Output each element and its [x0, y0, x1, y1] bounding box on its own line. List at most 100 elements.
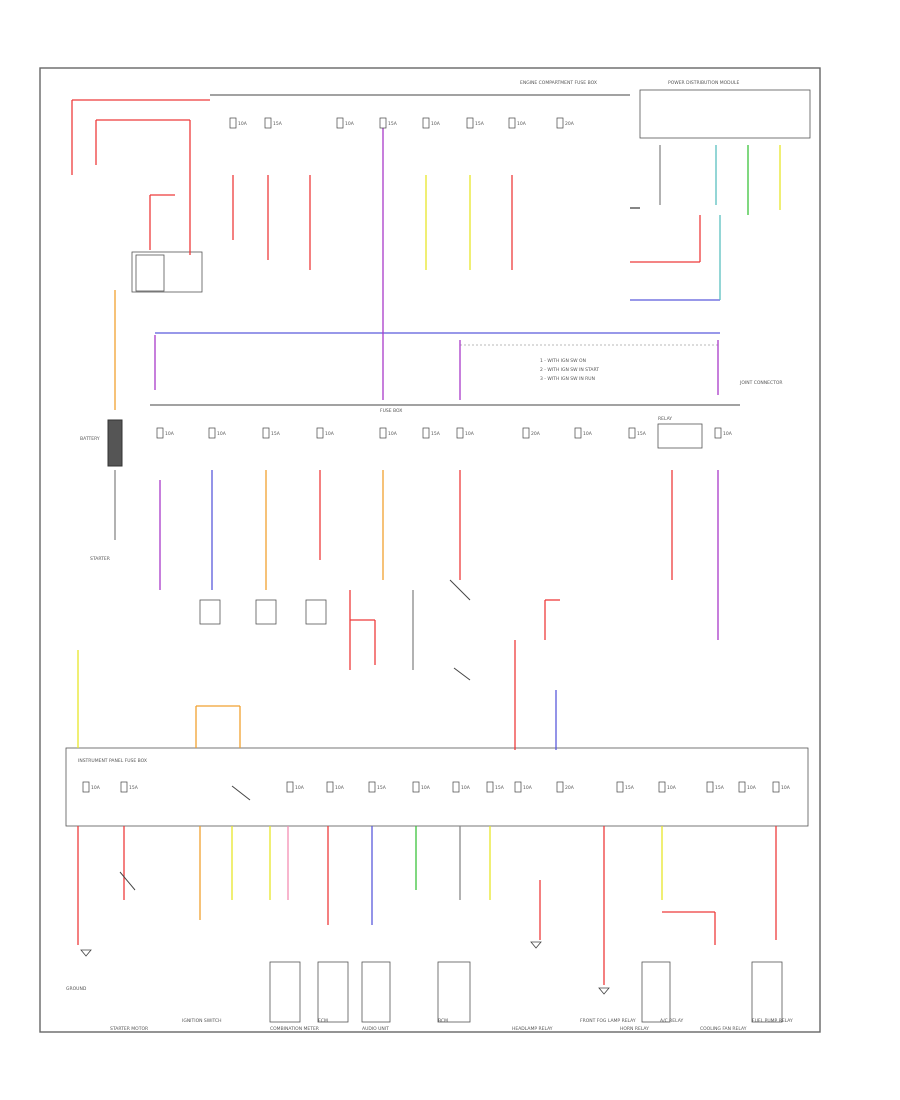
instrument-panel-fuse-box	[65, 747, 809, 827]
fuse-symbol	[286, 781, 294, 793]
fuse-symbol	[422, 427, 430, 439]
fuse-symbol	[422, 117, 430, 129]
bottom-component-label: HORN RELAY	[620, 1026, 649, 1032]
bottom-component-label: COOLING FAN RELAY	[700, 1026, 747, 1032]
battery-symbol	[107, 419, 123, 467]
fuse-rating-label: 10A	[325, 431, 335, 437]
fuse-symbol	[486, 781, 494, 793]
fuse-symbol	[452, 781, 460, 793]
fuse-rating-label: 15A	[273, 121, 283, 127]
fuse-symbol	[379, 117, 387, 129]
component-box	[269, 961, 301, 1023]
fuse-symbol	[120, 781, 128, 793]
component-box	[751, 961, 783, 1023]
fuse-symbol	[264, 117, 272, 129]
fuse-symbol	[456, 427, 464, 439]
fuse-rating-label: 15A	[271, 431, 281, 437]
fuse-rating-label: 10A	[461, 785, 471, 791]
bottom-component-label: A/C RELAY	[660, 1018, 683, 1024]
fuse-symbol	[658, 781, 666, 793]
fuse-symbol	[522, 427, 530, 439]
fuse-symbol	[466, 117, 474, 129]
fuse-symbol	[508, 117, 516, 129]
component-box	[641, 961, 671, 1023]
ground-symbol	[598, 987, 610, 995]
fuse-rating-label: 15A	[625, 785, 635, 791]
bottom-component-label: HEADLAMP RELAY	[512, 1026, 553, 1032]
switch-contact	[453, 667, 471, 681]
fuse-rating-label: 10A	[345, 121, 355, 127]
switch-contact	[449, 579, 471, 601]
note-1: 1 - WITH IGN SW ON	[540, 358, 586, 364]
fuse-symbol	[156, 427, 164, 439]
fuse-symbol	[706, 781, 714, 793]
fuse-symbol	[628, 427, 636, 439]
fuse-rating-label: 10A	[583, 431, 593, 437]
fuse-rating-label: 15A	[377, 785, 387, 791]
fuse-symbol	[714, 427, 722, 439]
diagram-frame	[39, 67, 821, 1033]
fuse-rating-label: 10A	[295, 785, 305, 791]
bottom-component-label: STARTER MOTOR	[110, 1026, 148, 1032]
fuse-symbol	[772, 781, 780, 793]
fuse-rating-label: 10A	[421, 785, 431, 791]
fuse-rating-label: 15A	[715, 785, 725, 791]
fuse-rating-label: 15A	[388, 121, 398, 127]
fuse-symbol	[326, 781, 334, 793]
fuse-rating-label: 10A	[523, 785, 533, 791]
battery-label: BATTERY	[80, 436, 100, 442]
fuse-symbol	[514, 781, 522, 793]
bottom-component-label: AUDIO UNIT	[362, 1026, 389, 1032]
fuse-symbol	[316, 427, 324, 439]
component-box	[361, 961, 391, 1023]
fuse-rating-label: 10A	[217, 431, 227, 437]
switch-contact	[119, 871, 136, 891]
fuse-rating-label: 15A	[637, 431, 647, 437]
fuse-rating-label: 15A	[475, 121, 485, 127]
bottom-component-label: ECM	[318, 1018, 328, 1024]
component-box	[437, 961, 471, 1023]
mid-fuse-block-label: FUSE BOX	[380, 408, 402, 414]
fuse-rating-label: 10A	[431, 121, 441, 127]
fuse-symbol	[229, 117, 237, 129]
power-distribution-module	[639, 89, 811, 139]
starter-label: STARTER	[90, 556, 110, 562]
fuse-symbol	[262, 427, 270, 439]
component-box	[305, 599, 327, 625]
lower-fuse-block-label: INSTRUMENT PANEL FUSE BOX	[78, 758, 147, 764]
joint-connector-label: JOINT CONNECTOR	[739, 380, 783, 386]
component-box	[255, 599, 277, 625]
relay-label: RELAY	[658, 416, 672, 422]
bottom-component-label: IGNITION SWITCH	[182, 1018, 222, 1024]
fuse-symbol	[556, 117, 564, 129]
fuse-rating-label: 20A	[565, 121, 575, 127]
fuse-symbol	[82, 781, 90, 793]
fuse-rating-label: 20A	[565, 785, 575, 791]
fuse-rating-label: 10A	[747, 785, 757, 791]
component-box	[199, 599, 221, 625]
bottom-component-label: FUEL PUMP RELAY	[752, 1018, 793, 1024]
bottom-component-label: COMBINATION METER	[270, 1026, 319, 1032]
ground-symbol	[80, 949, 92, 957]
relay-box	[657, 423, 703, 449]
top-right-module-label: POWER DISTRIBUTION MODULE	[668, 80, 739, 86]
fuse-symbol	[616, 781, 624, 793]
fuse-rating-label: 10A	[165, 431, 175, 437]
fuse-rating-label: 10A	[517, 121, 527, 127]
fuse-rating-label: 10A	[723, 431, 733, 437]
fuse-rating-label: 10A	[667, 785, 677, 791]
fuse-symbol	[574, 427, 582, 439]
ground-symbol	[530, 941, 542, 949]
fuse-symbol	[368, 781, 376, 793]
fuse-rating-label: 15A	[129, 785, 139, 791]
fuse-symbol	[556, 781, 564, 793]
component-box	[135, 254, 165, 292]
note-2: 2 - WITH IGN SW IN START	[540, 367, 599, 373]
fuse-rating-label: 15A	[495, 785, 505, 791]
fuse-rating-label: 20A	[531, 431, 541, 437]
bottom-component-label: BCM	[438, 1018, 448, 1024]
fuse-symbol	[336, 117, 344, 129]
left-component-box	[131, 251, 203, 293]
fuse-rating-label: 10A	[465, 431, 475, 437]
